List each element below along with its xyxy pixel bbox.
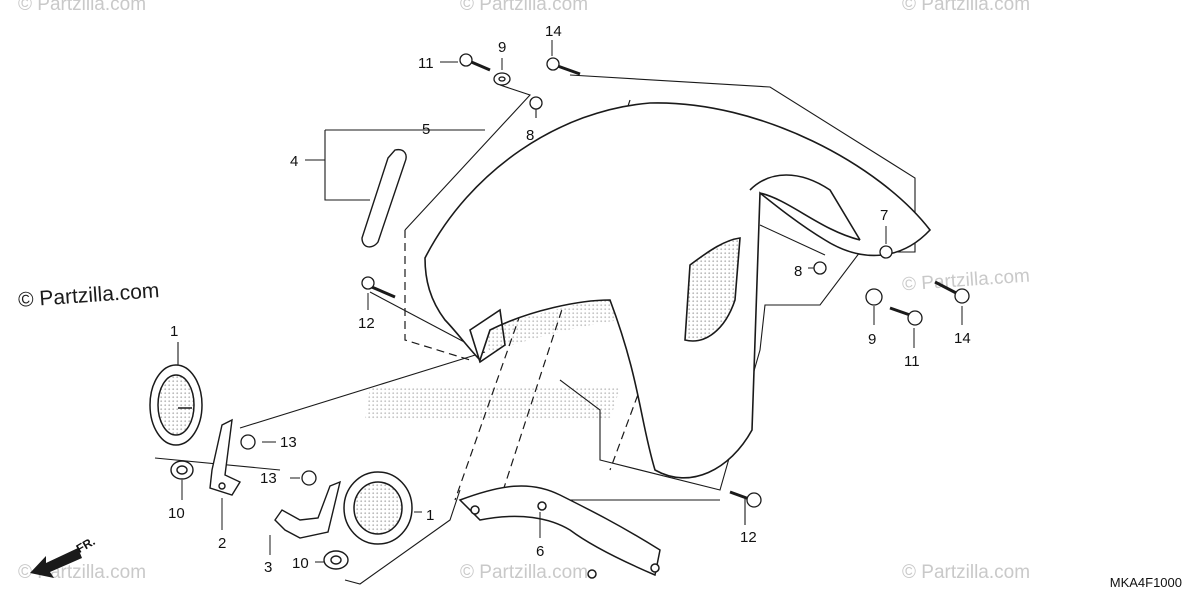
watermark-bottom-right: © Partzilla.com — [902, 562, 1031, 583]
callout-14a: 14 — [545, 23, 562, 40]
grommet-left — [170, 460, 194, 480]
callout-11a: 11 — [418, 55, 434, 72]
callout-4: 4 — [290, 153, 298, 170]
callout-13a: 13 — [280, 434, 297, 451]
leader-lines — [154, 74, 916, 585]
callout-1b: 1 — [426, 507, 434, 524]
callout-11b: 11 — [904, 353, 920, 370]
callout-12b: 12 — [740, 529, 757, 546]
callout-8b: 8 — [794, 263, 802, 280]
reflector-bracket-2 — [209, 418, 242, 496]
callout-9b: 9 — [868, 331, 876, 348]
callout-9a: 9 — [498, 39, 506, 56]
hardware-fasteners — [240, 53, 970, 508]
callout-10b: 10 — [292, 555, 309, 572]
watermark-top-left: © Partzilla.com — [18, 0, 147, 15]
fender-trim-piece — [361, 148, 407, 248]
callout-labels: 1 1 2 3 4 5 6 7 8 8 9 9 10 10 11 11 12 1… — [168, 23, 971, 576]
watermark-bottom-center: © Partzilla.com — [460, 562, 589, 583]
callout-13b: 13 — [260, 470, 277, 487]
callout-1a: 1 — [170, 323, 178, 340]
callout-8a: 8 — [526, 127, 534, 144]
callout-3: 3 — [264, 559, 272, 576]
grommet-right — [323, 550, 349, 570]
callout-6: 6 — [536, 543, 544, 560]
diagram-code: MKA4F1000 — [1109, 575, 1182, 590]
callout-10a: 10 — [168, 505, 185, 522]
front-fender — [424, 102, 932, 479]
watermark-top-center: © Partzilla.com — [460, 0, 589, 15]
reflector-left — [149, 364, 203, 446]
watermark-top-right: © Partzilla.com — [902, 0, 1031, 15]
front-direction-arrow-icon — [30, 548, 82, 578]
reflector-right — [343, 471, 413, 545]
callout-2: 2 — [218, 535, 226, 552]
callout-12a: 12 — [358, 315, 375, 332]
callout-ticks — [181, 40, 963, 563]
callout-5: 5 — [422, 121, 430, 138]
callout-7: 7 — [880, 207, 888, 224]
callout-14b: 14 — [954, 330, 971, 347]
reflector-bracket-3 — [274, 480, 341, 539]
fender-stay — [458, 485, 661, 579]
